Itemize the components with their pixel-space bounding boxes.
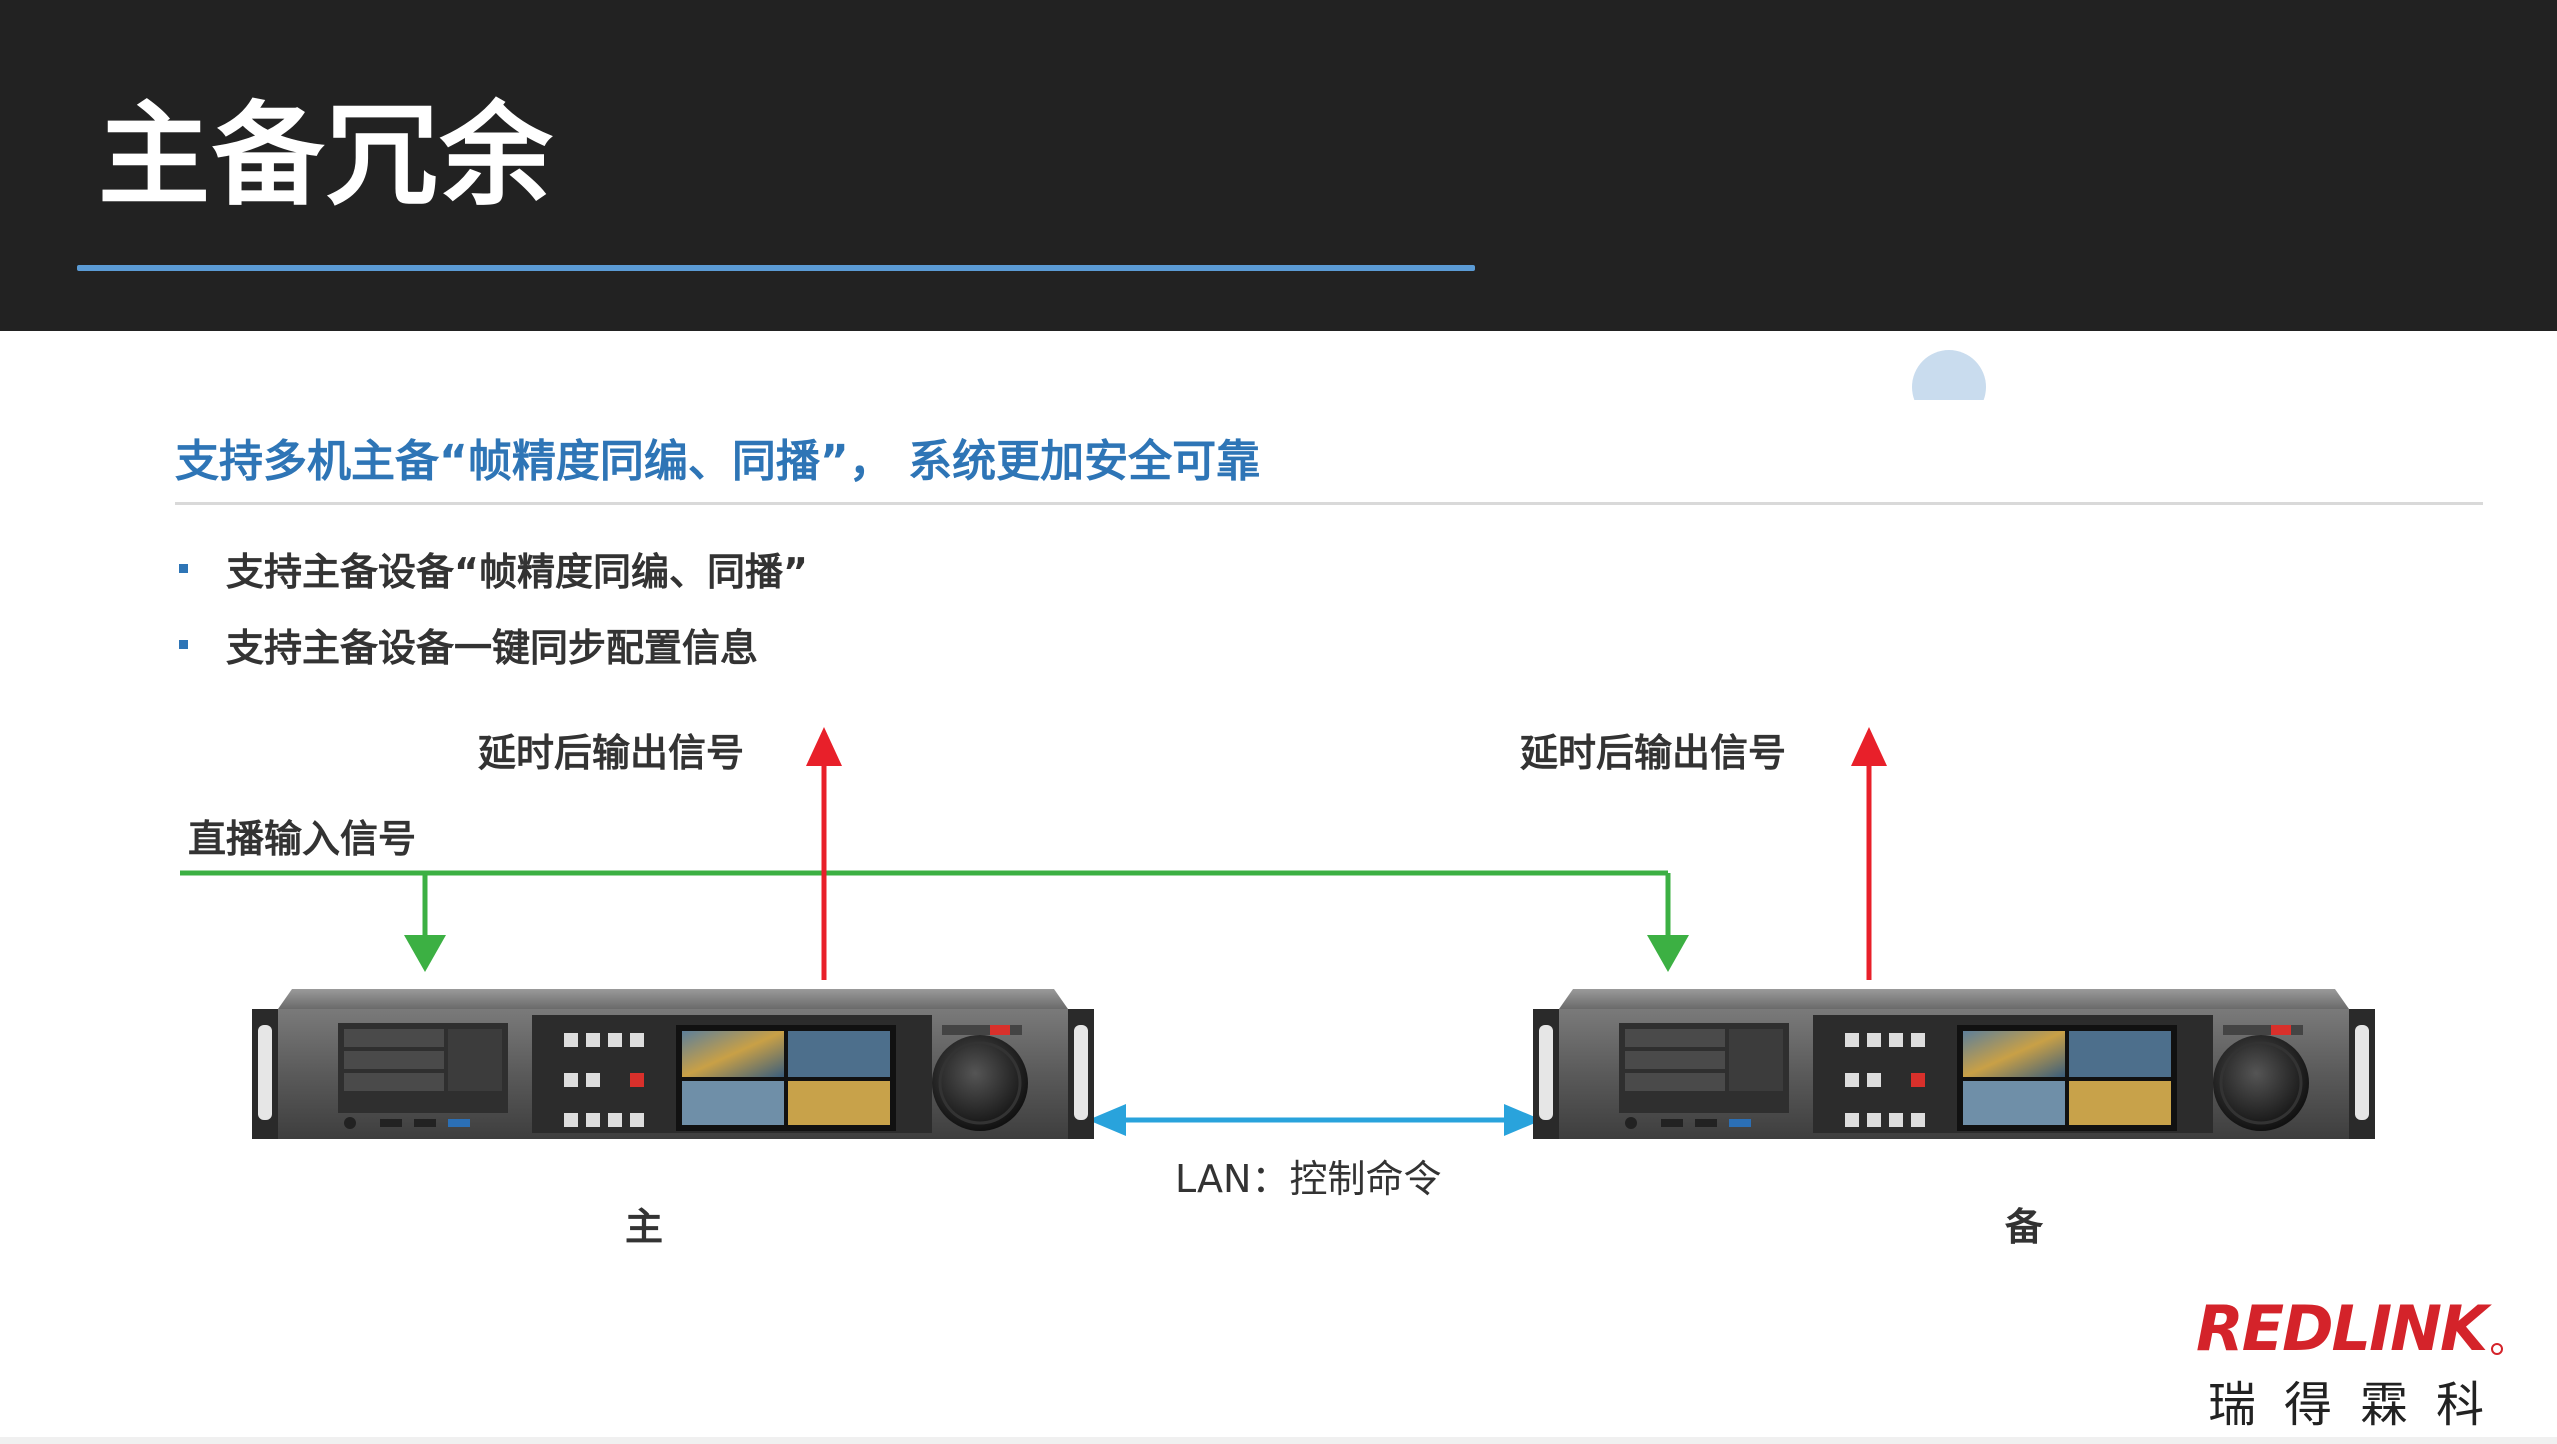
bullet-item: 支持主备设备一键同步配置信息 — [175, 606, 808, 682]
backup-output-label: 延时后输出信号 — [1520, 731, 1787, 775]
main-device — [252, 989, 1094, 1139]
title-underline — [77, 265, 1475, 271]
redlink-logo: REDLINK — [2196, 1292, 2503, 1365]
company-name-cn: 瑞得霖科 — [2208, 1377, 2513, 1433]
bullet-text: 支持主备设备一键同步配置信息 — [226, 625, 759, 670]
bullet-marker — [179, 563, 188, 573]
live-input-line — [180, 870, 1689, 972]
decorative-circle — [1912, 350, 1986, 400]
section-subtitle: 支持多机主备“帧精度同编、同播”， 系统更加安全可靠 — [175, 436, 1261, 487]
main-output-arrow — [806, 727, 842, 980]
backup-device-label: 备 — [2005, 1205, 2044, 1249]
main-device-label: 主 — [625, 1205, 664, 1249]
lan-arrow — [1088, 1104, 1542, 1136]
footer-strip — [0, 1437, 2557, 1444]
subtitle-divider — [175, 502, 2483, 505]
backup-device — [1533, 989, 2375, 1139]
main-output-label: 延时后输出信号 — [478, 731, 745, 775]
live-input-label: 直播输入信号 — [188, 817, 417, 861]
backup-output-arrow — [1851, 727, 1887, 980]
svg-text:REDLINK: REDLINK — [2196, 1292, 2492, 1365]
bullet-item: 支持主备设备“帧精度同编、同播” — [175, 530, 808, 606]
bullet-marker — [179, 639, 188, 649]
bullet-text: 支持主备设备“帧精度同编、同播” — [226, 549, 808, 594]
lan-label: LAN：控制命令 — [1175, 1157, 1442, 1201]
header-bar: 主备冗余 — [0, 0, 2557, 331]
bullet-list: 支持主备设备“帧精度同编、同播” 支持主备设备一键同步配置信息 — [175, 530, 808, 682]
page-title: 主备冗余 — [98, 91, 554, 221]
